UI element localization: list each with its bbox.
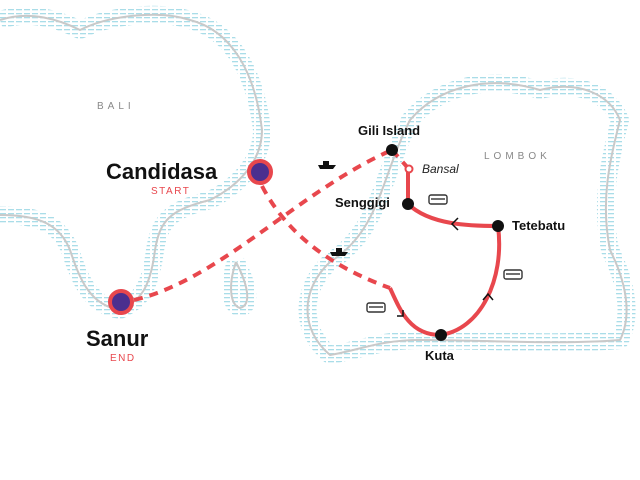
start-badge: START xyxy=(151,186,191,197)
stop-label-sanur: Sanur xyxy=(86,326,149,351)
stop-label-senggigi: Senggigi xyxy=(335,195,390,210)
arrow-icon xyxy=(482,292,494,301)
stop-marker-sanur[interactable] xyxy=(108,289,134,315)
stop-marker-kuta[interactable] xyxy=(435,329,447,341)
end-badge: END xyxy=(110,353,136,364)
stop-marker-candidasa[interactable] xyxy=(247,159,273,185)
bus-icon xyxy=(366,302,386,313)
stop-label-bansal: Bansal xyxy=(422,162,459,176)
bus-icon xyxy=(428,194,448,205)
stop-label-tetebatu: Tetebatu xyxy=(512,218,566,233)
island-label-bali: BALI xyxy=(97,101,135,112)
arrow-icon xyxy=(397,310,404,317)
route-candidasa-kuta xyxy=(260,185,391,290)
bus-icon xyxy=(503,269,523,280)
direction-arrows xyxy=(397,217,494,317)
stop-label-candidasa: Candidasa xyxy=(106,159,218,184)
stop-label-kuta: Kuta xyxy=(425,348,454,363)
arrow-icon xyxy=(450,217,459,231)
stop-marker-bansal[interactable] xyxy=(404,164,414,174)
boat-icon xyxy=(318,161,336,169)
stop-marker-tetebatu[interactable] xyxy=(492,220,504,232)
coastline xyxy=(0,13,628,356)
land-routes xyxy=(388,168,502,338)
stop-marker-gili[interactable] xyxy=(386,144,398,156)
stop-marker-senggigi[interactable] xyxy=(402,198,414,210)
water-hatching xyxy=(0,5,636,364)
stop-label-gili: Gili Island xyxy=(358,123,421,138)
boat-icon xyxy=(330,248,348,256)
island-label-lombok: LOMBOK xyxy=(484,151,551,162)
route-sanur-gili xyxy=(133,148,393,302)
